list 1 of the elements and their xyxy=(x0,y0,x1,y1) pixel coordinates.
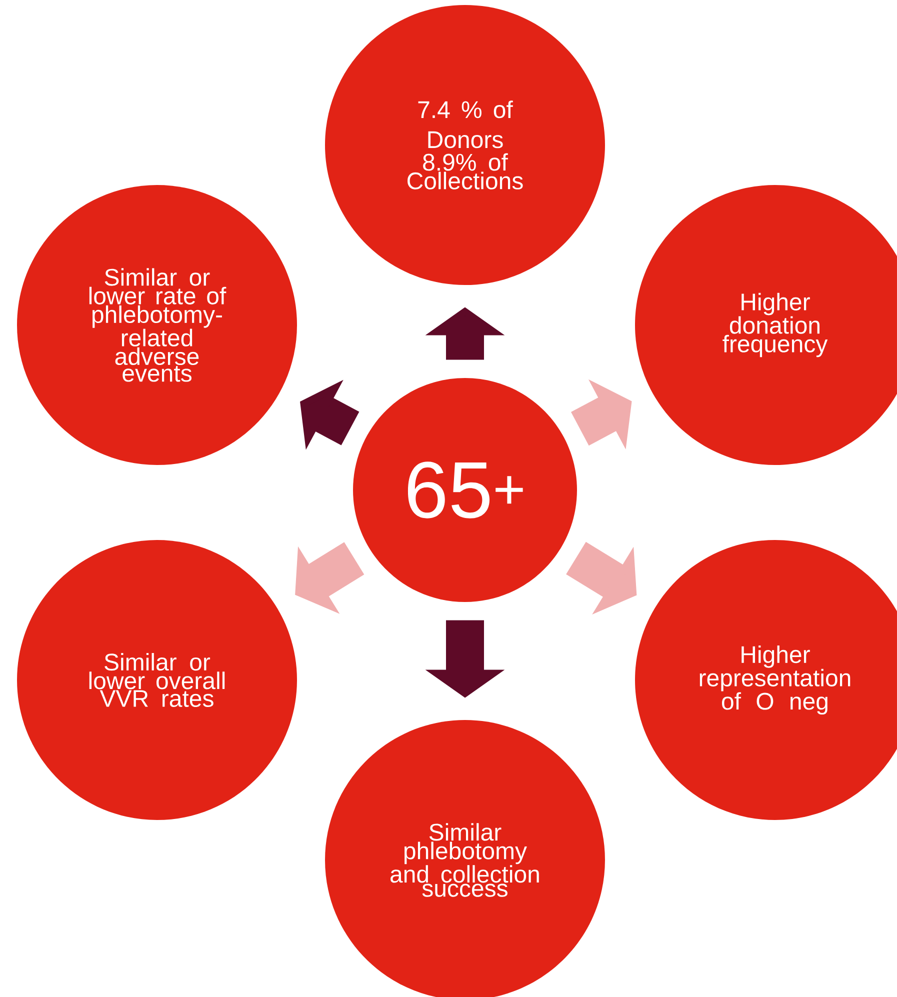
block-arrow xyxy=(295,542,364,614)
